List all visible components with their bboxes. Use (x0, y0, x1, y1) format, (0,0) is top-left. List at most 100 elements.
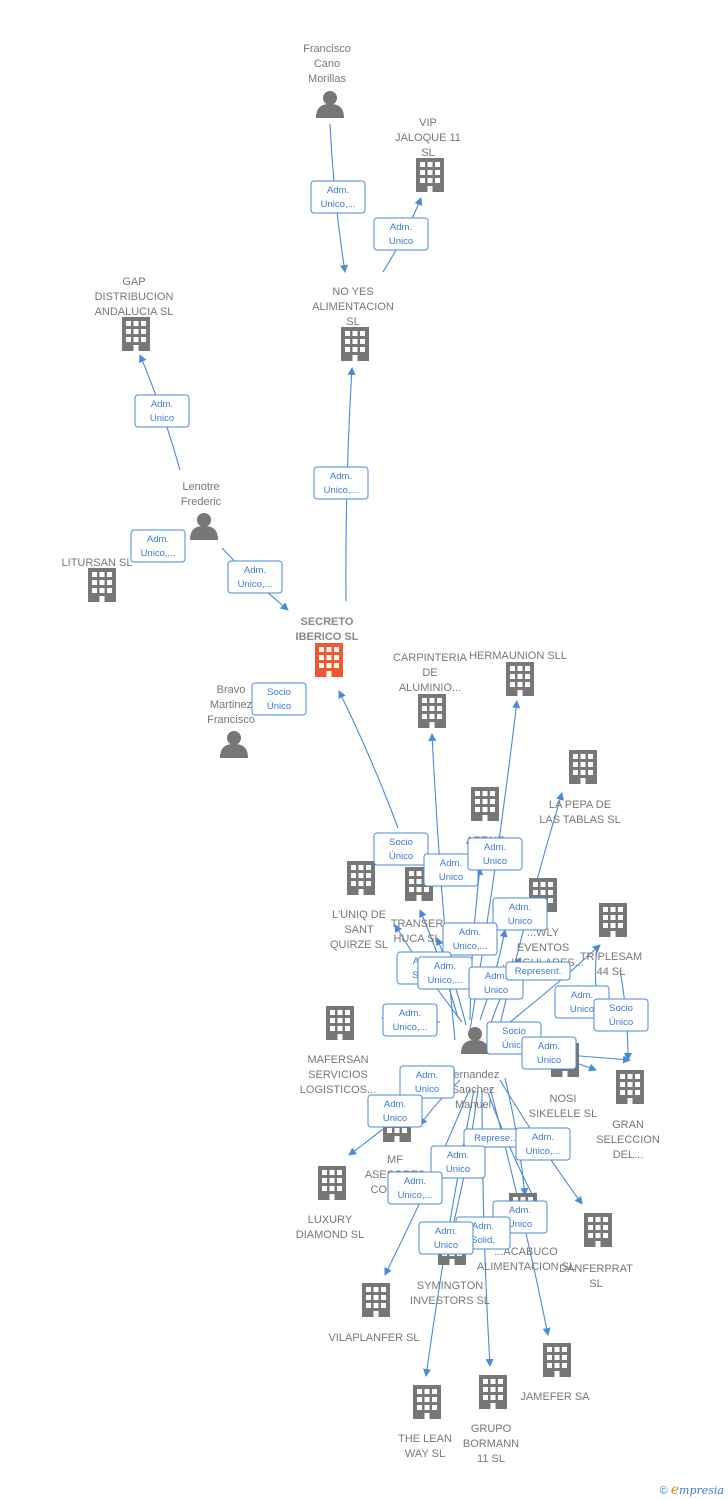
building-icon[interactable] (479, 1375, 507, 1409)
building-icon[interactable] (88, 568, 116, 602)
relation-label[interactable]: Adm. Unico,... (227, 560, 283, 594)
relation-label-text: Adm. (571, 990, 593, 1001)
relation-label[interactable]: Adm.Unico,... (417, 956, 473, 990)
relation-label[interactable]: Adm.Unico (423, 853, 479, 887)
relation-label-text: Unico,... (428, 975, 463, 986)
relation-label[interactable]: Adm.Unico (467, 837, 523, 871)
relation-label[interactable]: Adm.Unico (399, 1065, 455, 1099)
person-icon[interactable] (190, 513, 218, 540)
building-icon[interactable] (616, 1070, 644, 1104)
building-icon[interactable] (569, 750, 597, 784)
relation-label[interactable]: Represent. (505, 961, 571, 981)
node-jamefer[interactable]: JAMEFER SA (520, 1343, 590, 1403)
node-label: DISTRIBUCION (95, 291, 174, 303)
node-label: SANT (344, 924, 374, 936)
person-icon[interactable] (461, 1027, 489, 1054)
relation-label-text: Unico (150, 413, 174, 424)
relation-label[interactable]: Adm.Unico,... (442, 922, 498, 956)
building-icon[interactable] (318, 1166, 346, 1200)
node-danferprat[interactable]: DANFERPRAT SL (559, 1213, 633, 1290)
relation-label[interactable]: Adm.Unico,... (310, 180, 366, 214)
relation-label-text: Adm. (327, 185, 349, 196)
node-label: SL (589, 1278, 602, 1290)
building-icon[interactable] (122, 317, 150, 351)
relation-label-text: Unico,... (526, 1146, 561, 1157)
relation-label-text: Adm. (244, 565, 266, 576)
person-icon[interactable] (316, 91, 344, 118)
node-carpinteria[interactable]: CARPINTERIADEALUMINIO... (393, 652, 468, 728)
relation-label[interactable]: Adm.Unico,... (313, 466, 369, 500)
relation-label[interactable]: Adm.Unico (418, 1221, 474, 1255)
building-icon[interactable] (347, 861, 375, 895)
relation-label-text: Unico (508, 916, 532, 927)
building-icon[interactable] (416, 158, 444, 192)
main-building-icon[interactable] (315, 643, 343, 677)
building-icon[interactable] (362, 1283, 390, 1317)
building-icon[interactable] (584, 1213, 612, 1247)
building-icon[interactable] (506, 662, 534, 696)
brand-logo-e: e (670, 1482, 680, 1498)
relation-label[interactable]: Adm.Unico,... (387, 1171, 443, 1205)
relation-label[interactable]: Adm.Unico (373, 217, 429, 251)
relation-edge (428, 733, 456, 1041)
relation-label[interactable]: Adm.Unico (430, 1145, 486, 1179)
node-label: DIAMOND SL (296, 1229, 364, 1241)
building-icon[interactable] (599, 903, 627, 937)
relation-label[interactable]: Adm.Unico (521, 1036, 577, 1070)
node-gran[interactable]: GRANSELECCIONDEL... (596, 1070, 660, 1161)
relation-label[interactable]: Adm.Unico (134, 394, 190, 428)
node-label: Francisco (303, 43, 351, 55)
relation-label[interactable]: Represe... (463, 1128, 529, 1148)
relation-label-text: Unico,... (238, 579, 273, 590)
building-icon[interactable] (418, 694, 446, 728)
node-label: Francisco (207, 714, 255, 726)
relation-label[interactable]: Adm.Unico,... (515, 1127, 571, 1161)
relation-label[interactable]: Adm.Unico (492, 897, 548, 931)
relation-label-text: Adm. (472, 1221, 494, 1232)
node-hermaunion[interactable]: HERMAUNION SLL (469, 650, 567, 696)
node-litursan[interactable]: LITURSAN SL (62, 557, 133, 602)
relation-label[interactable]: Adm.Unico (367, 1094, 423, 1128)
building-icon[interactable] (341, 327, 369, 361)
relation-label-text: Socio (502, 1026, 526, 1037)
building-icon[interactable] (471, 787, 499, 821)
building-icon[interactable] (543, 1343, 571, 1377)
node-label: LAS TABLAS SL (539, 814, 621, 826)
building-icon[interactable] (326, 1006, 354, 1040)
relation-label[interactable]: Adm.Unico,... (382, 1003, 438, 1037)
relation-label-text: Unico,... (141, 548, 176, 559)
person-icon[interactable] (220, 731, 248, 758)
relation-label-text: Unico (415, 1084, 439, 1095)
relation-edge (499, 944, 601, 1031)
node-label: DANFERPRAT (559, 1263, 633, 1275)
building-icon[interactable] (413, 1385, 441, 1419)
node-vilaplanfer[interactable]: VILAPLANFER SL (328, 1283, 420, 1344)
node-label: 44 SL (597, 966, 626, 978)
relation-label-text: Único (502, 1040, 526, 1051)
relation-label-text: Unico (434, 1240, 458, 1251)
relation-label[interactable]: Adm.Unico,... (130, 529, 186, 563)
node-label: HUCA SL (393, 933, 440, 945)
node-mafersan[interactable]: MAFERSANSERVICIOSLOGISTICOS... (300, 1006, 376, 1096)
